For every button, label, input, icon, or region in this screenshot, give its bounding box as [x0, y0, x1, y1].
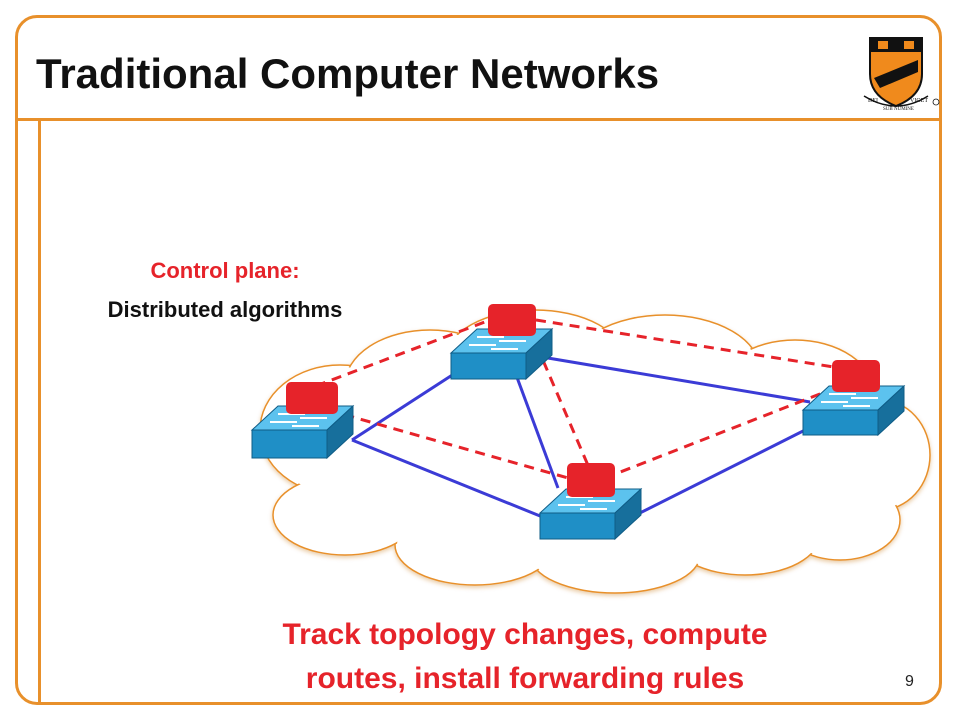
princeton-shield-logo: DEI SUB NUMINE VIGET	[863, 37, 940, 112]
controller-3	[567, 463, 615, 497]
link-sw1-sw2	[351, 368, 461, 442]
link-sw2-sw4	[529, 353, 811, 404]
caption-line-1: Track topology changes, compute	[282, 618, 768, 651]
link-sw1-sw3	[351, 438, 546, 520]
logo-motto-mid: SUB NUMINE	[883, 107, 914, 112]
ctrl-link-c3-c4	[604, 381, 849, 480]
control-plane-description: Distributed algorithms	[107, 297, 343, 322]
ctrl-link-c2-c4	[535, 318, 841, 370]
slide-number: 9	[905, 673, 914, 690]
caption-line-2: routes, install forwarding rules	[305, 662, 745, 695]
logo-motto-left: DEI	[868, 98, 878, 104]
controller-1	[286, 382, 338, 414]
slide-caption: Track topology changes, compute routes, …	[190, 613, 860, 701]
title-divider	[15, 118, 942, 121]
controller-2	[488, 304, 536, 336]
network-cloud	[259, 309, 931, 594]
link-sw2-sw3	[513, 371, 560, 489]
link-sw3-sw4	[629, 423, 816, 520]
left-border	[38, 118, 41, 705]
logo-motto-right: VIGET	[910, 98, 928, 104]
slide-title: Traditional Computer Networks	[36, 50, 660, 97]
ctrl-link-c1-c3	[327, 408, 569, 480]
control-plane-label: Control plane:	[150, 258, 300, 283]
switch-4	[801, 384, 906, 437]
switch-3	[538, 487, 643, 541]
controller-4	[832, 360, 880, 392]
slide-frame	[15, 15, 942, 705]
